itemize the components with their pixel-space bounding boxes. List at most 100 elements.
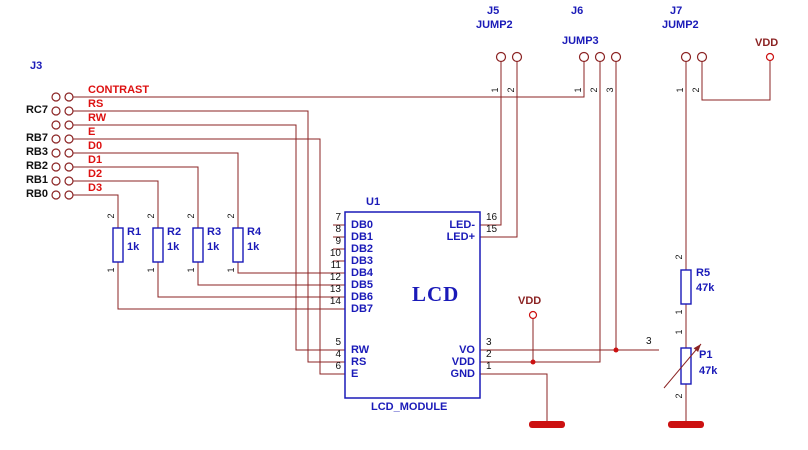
j3-pin-circle[interactable]: [51, 148, 61, 158]
net-d3: [73, 194, 119, 228]
net-led-minus: [480, 61, 502, 226]
lcd-pin-num-db2: 9: [335, 236, 341, 247]
j3-pin-circle[interactable]: [64, 148, 74, 158]
net-db4: [237, 262, 345, 274]
lcd-pin-name-db5: DB5: [351, 279, 374, 291]
j6-pin-circle[interactable]: [610, 51, 622, 63]
j3-pin-label-rb3: RB3: [25, 146, 48, 158]
j3-pin-circle[interactable]: [64, 134, 74, 144]
lcd-pin-name-db1: DB1: [351, 231, 374, 243]
p1-value: 47k: [699, 365, 718, 377]
j5-pin-circle[interactable]: [511, 51, 523, 63]
net-db7: [117, 262, 345, 310]
j3-pin-circle[interactable]: [51, 176, 61, 186]
j6-pin-circle[interactable]: [578, 51, 590, 63]
j3-pin-label-rb0: RB0: [25, 188, 48, 200]
lcd-pin-num-db0: 7: [335, 212, 341, 223]
net-db6: [157, 262, 345, 298]
r1-body[interactable]: [112, 227, 124, 263]
lcd-pin-num-gnd: 1: [486, 361, 492, 372]
r5-pin-num-bot: 1: [674, 309, 684, 315]
j6-type: JUMP3: [562, 35, 599, 47]
p1-pin-num-top: 1: [674, 329, 684, 335]
lcd-pin-name-db7: DB7: [351, 303, 374, 315]
signal-label-rw: RW: [88, 112, 107, 124]
j5-type: JUMP2: [476, 19, 513, 31]
r4-body[interactable]: [232, 227, 244, 263]
j3-pin-circle[interactable]: [64, 92, 74, 102]
j3-pin-circle[interactable]: [64, 176, 74, 186]
ground-symbols: [529, 421, 704, 428]
j3-pin-circle[interactable]: [51, 162, 61, 172]
power-ports: [528, 52, 775, 320]
r2-ref: R2: [167, 226, 182, 238]
r1-pin-num-top: 2: [106, 213, 116, 219]
u1-ref: U1: [366, 196, 381, 208]
j7-pin-circle[interactable]: [696, 51, 708, 63]
wire-layer: [73, 61, 771, 421]
r4-pin-num-bot: 1: [226, 267, 236, 273]
lcd-body[interactable]: [344, 211, 481, 399]
signal-label-rs: RS: [88, 98, 104, 110]
p1-body[interactable]: [680, 347, 692, 385]
j7-pin-num-1: 1: [675, 87, 685, 93]
lcd-pin-num-db1: 8: [335, 224, 341, 235]
j6-pin-num-3: 3: [605, 87, 615, 93]
r3-body[interactable]: [192, 227, 204, 263]
j7-pin-num-2: 2: [691, 87, 701, 93]
net-led-plus: [480, 61, 518, 238]
j3-pin-circle[interactable]: [51, 190, 61, 200]
p1-ref: P1: [699, 349, 713, 361]
j3-pin-label-rb1: RB1: [25, 174, 48, 186]
junction-dot: [613, 347, 619, 353]
j7-pin-circle[interactable]: [680, 51, 692, 63]
j3-pin-circle[interactable]: [51, 120, 61, 130]
r2-value: 1k: [167, 241, 180, 253]
net-d0: [73, 152, 239, 228]
lcd-pin-num-db6: 13: [329, 284, 341, 295]
r5-body[interactable]: [680, 269, 692, 305]
signal-label-e: E: [88, 126, 96, 138]
j3-pin-circle[interactable]: [51, 92, 61, 102]
vdd-port-mid-icon[interactable]: [528, 310, 538, 320]
j3-pin-circle[interactable]: [51, 106, 61, 116]
j3-pin-circle[interactable]: [64, 120, 74, 130]
r3-ref: R3: [207, 226, 222, 238]
r5-ref: R5: [696, 267, 711, 279]
net-d2: [73, 180, 159, 228]
j3-pin-label-rb2: RB2: [25, 160, 48, 172]
j3-ref: J3: [30, 60, 43, 72]
j3-pin-circle[interactable]: [64, 106, 74, 116]
lcd-pin-num-db5: 12: [329, 272, 341, 283]
lcd-pin-num-db4: 11: [330, 260, 341, 271]
j5-pin-num-2: 2: [506, 87, 516, 93]
net-d1: [73, 166, 199, 228]
lcd-pin-name-db3: DB3: [351, 255, 374, 267]
j3-pin-circle[interactable]: [64, 162, 74, 172]
component-bodies: [112, 211, 692, 399]
j6-pin-circle[interactable]: [594, 51, 606, 63]
r2-body[interactable]: [152, 227, 164, 263]
pot-wiper-arrow: [663, 343, 702, 389]
vdd-port-right-icon[interactable]: [765, 52, 775, 62]
net-vdd-right: [701, 61, 771, 101]
pot-arrowhead-icon: [693, 344, 701, 352]
lcd-pin-name-db4: DB4: [351, 267, 374, 279]
j5-pin-circle[interactable]: [495, 51, 507, 63]
gnd-bar-p1-icon[interactable]: [668, 421, 704, 428]
lcd-pin-num-led-minus: 16: [486, 212, 498, 223]
connector-pins: [51, 51, 708, 200]
r4-pin-num-top: 2: [226, 213, 236, 219]
j3-pin-circle[interactable]: [64, 190, 74, 200]
j3-pin-circle[interactable]: [51, 134, 61, 144]
signal-label-contrast: CONTRAST: [88, 84, 150, 96]
gnd-bar-lcd-icon[interactable]: [529, 421, 565, 428]
lcd-pin-num-vo: 3: [486, 337, 492, 348]
r2-pin-num-bot: 1: [146, 267, 156, 273]
r3-value: 1k: [207, 241, 220, 253]
lcd-pin-name-db0: DB0: [351, 219, 374, 231]
lcd-pin-name-vdd: VDD: [451, 356, 475, 368]
j5-ref: J5: [487, 5, 500, 17]
